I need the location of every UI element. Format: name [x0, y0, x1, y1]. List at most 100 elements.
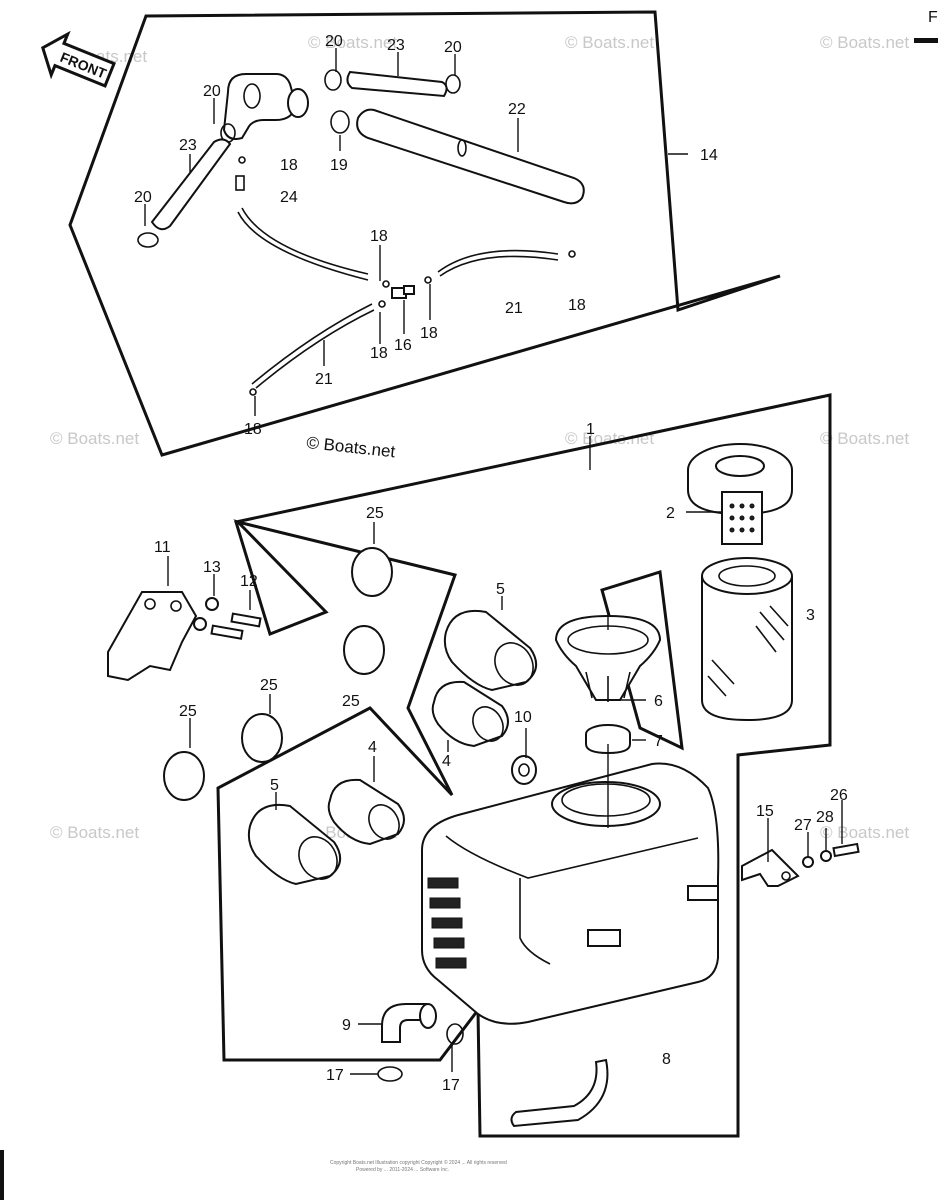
fitting-24	[235, 175, 245, 191]
callout-11: 11	[154, 539, 171, 556]
washer-28	[820, 850, 832, 862]
breather-tube	[241, 207, 369, 275]
intake-duct-5	[443, 610, 537, 692]
bracket-15	[741, 848, 800, 887]
elbow-fitting	[222, 73, 309, 140]
callout-25: 25	[260, 677, 278, 694]
clip-icon	[424, 276, 432, 284]
grommet-10	[511, 755, 537, 785]
callout-25: 25	[342, 693, 360, 710]
callout-24: 24	[280, 189, 298, 206]
o-ring-icon	[351, 547, 393, 597]
callout-17: 17	[326, 1067, 344, 1084]
tee-fitting-16	[391, 285, 415, 299]
breather-tube-21-lower	[255, 309, 375, 389]
washer-13	[205, 597, 219, 611]
washer-13	[193, 617, 207, 631]
air-filter-element	[701, 557, 793, 722]
callout-18: 18	[568, 297, 586, 314]
perforated-tube	[721, 491, 763, 545]
callout-15: 15	[756, 803, 774, 820]
breather-tube-21	[439, 255, 559, 277]
fitting-small	[238, 156, 246, 164]
callout-22: 22	[508, 101, 526, 118]
callout-4: 4	[368, 739, 377, 756]
corner-dash	[914, 38, 938, 43]
callout-19: 19	[330, 157, 348, 174]
drain-hose	[510, 1058, 609, 1128]
callout-7: 7	[654, 733, 663, 750]
watermark: © Boats.net	[820, 429, 909, 448]
callout-13: 13	[203, 559, 221, 576]
hose-upper	[346, 70, 448, 98]
o-ring-icon	[343, 625, 385, 675]
drain-elbow	[381, 1003, 437, 1043]
callout-20: 20	[134, 189, 152, 206]
callout-18: 18	[370, 228, 388, 245]
mounting-bracket-11	[107, 591, 198, 682]
callout-27: 27	[794, 817, 812, 834]
callout-21: 21	[505, 300, 523, 317]
callout-5: 5	[270, 777, 279, 794]
breather-tube-21	[437, 249, 559, 273]
watermark: © Boats.net	[50, 823, 139, 842]
callout-5: 5	[496, 581, 505, 598]
watermark: © Boats.net	[820, 33, 909, 52]
callout-8: 8	[662, 1051, 671, 1068]
o-ring-icon	[163, 751, 205, 801]
intake-boot-4	[327, 778, 405, 846]
callout-1: 1	[586, 421, 595, 438]
callout-26: 26	[830, 787, 848, 804]
hose-lower-diagonal	[150, 138, 232, 231]
callout-17: 17	[442, 1077, 460, 1094]
callout-25: 25	[366, 505, 384, 522]
air-cleaner-frame	[216, 393, 832, 1138]
corner-label: F	[928, 9, 938, 26]
clip-icon	[249, 388, 257, 396]
watermark: © Boats.net	[50, 429, 139, 448]
callout-20: 20	[203, 83, 221, 100]
breather-tube	[237, 211, 369, 281]
footer-copyright: Copyright Boats.net Illustration copyrig…	[330, 1159, 507, 1166]
footer-copyright: Powered by ... 2011-2024 ... Software In…	[356, 1167, 449, 1173]
intake-boot-4	[431, 680, 509, 748]
clamp-19-icon	[330, 110, 350, 134]
callout-18: 18	[280, 157, 298, 174]
watermark-main: © Boats.net	[306, 433, 397, 461]
clip-icon	[382, 280, 390, 288]
callout-25: 25	[179, 703, 197, 720]
callout-18: 18	[420, 325, 438, 342]
callout-12: 12	[240, 573, 258, 590]
callout-14: 14	[700, 147, 718, 164]
watermark: © Boats.net	[308, 33, 397, 52]
clip-icon	[378, 300, 386, 308]
callout-28: 28	[816, 809, 834, 826]
o-ring-icon	[241, 713, 283, 763]
callout-3: 3	[806, 607, 815, 624]
callout-18: 18	[370, 345, 388, 362]
washer-27	[802, 856, 814, 868]
grommet-10-hole	[518, 763, 530, 777]
bolt-26	[832, 842, 860, 858]
watermark: © Boats.net	[565, 33, 654, 52]
bolt-12	[230, 612, 262, 628]
upper-assembly-frame	[68, 10, 781, 457]
clip-icon	[568, 250, 576, 258]
callout-16: 16	[394, 337, 412, 354]
callout-23: 23	[179, 137, 197, 154]
left-edge-mark	[0, 1150, 4, 1200]
air-cleaner-tank	[421, 762, 720, 1025]
callout-4: 4	[442, 753, 451, 770]
callout-18: 18	[244, 421, 262, 438]
callout-6: 6	[654, 693, 663, 710]
callout-21: 21	[315, 371, 333, 388]
callout-10: 10	[514, 709, 532, 726]
clamp-17-icon	[446, 1023, 464, 1045]
callout-9: 9	[342, 1017, 351, 1034]
breather-tube-21-lower	[251, 303, 373, 385]
watermark: © Boats.net	[565, 429, 654, 448]
callout-2: 2	[666, 505, 675, 522]
callout-20: 20	[444, 39, 462, 56]
callout-23: 23	[387, 37, 405, 54]
